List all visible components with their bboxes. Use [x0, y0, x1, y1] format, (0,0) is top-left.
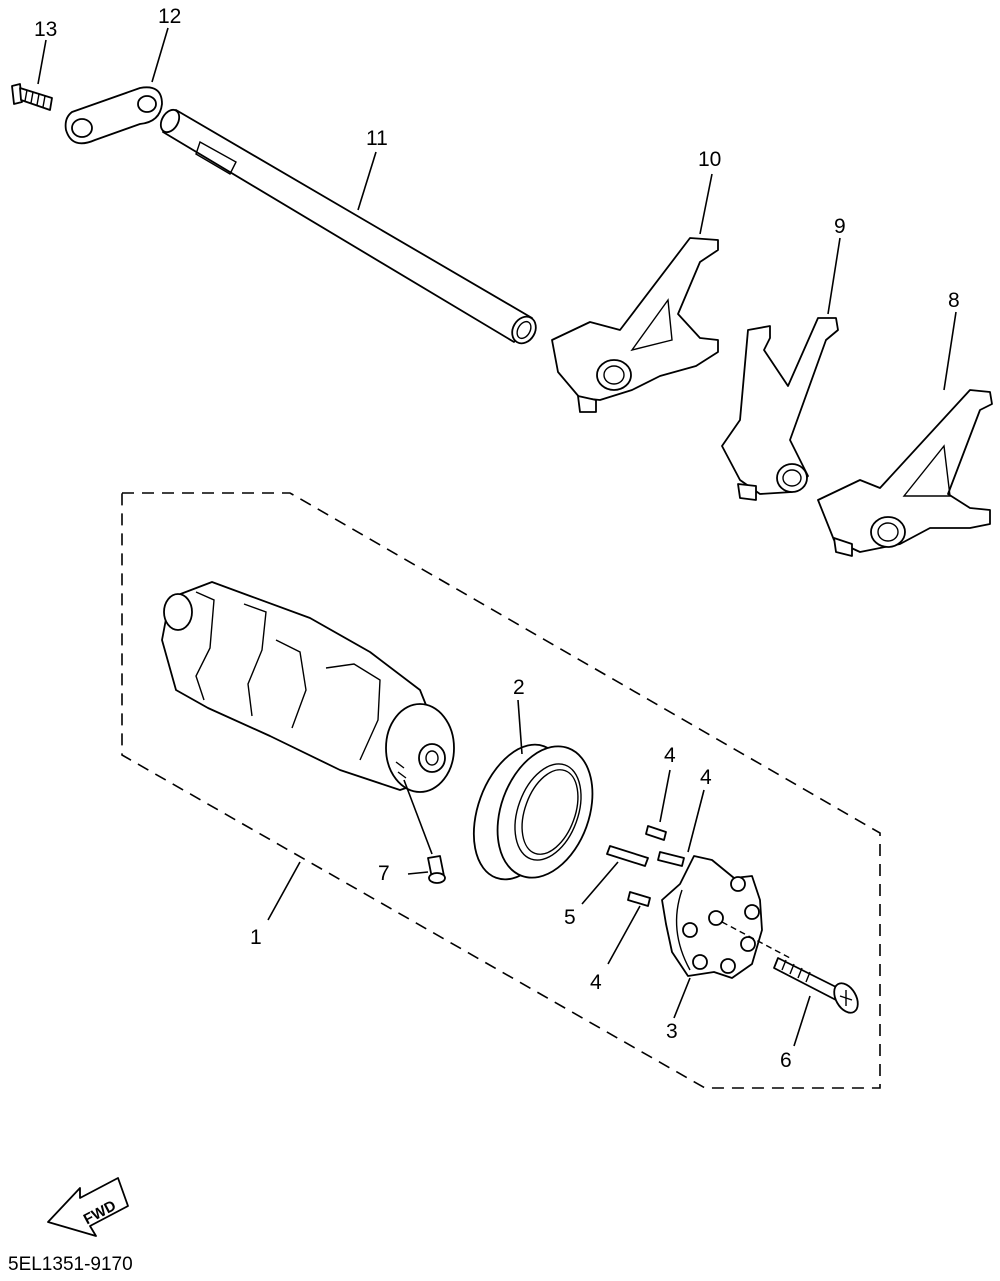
callout-1: 1: [250, 926, 262, 949]
callout-11: 11: [366, 127, 388, 150]
part-4-dowel-pin-lower: [627, 891, 651, 907]
callout-5: 5: [564, 906, 576, 929]
part-10-shift-fork: [551, 237, 719, 413]
callout-7: 7: [378, 862, 390, 885]
part-7-screw: [427, 855, 446, 884]
diagram-code: 5EL1351-9170: [8, 1254, 133, 1275]
callout-2: 2: [513, 676, 525, 699]
part-4-dowel-pin-upper: [645, 825, 667, 841]
callout-9: 9: [834, 215, 846, 238]
callout-13: 13: [34, 18, 57, 41]
part-8-shift-fork: [817, 389, 993, 557]
callout-4-upper: 4: [664, 744, 676, 767]
callout-10: 10: [698, 148, 721, 171]
part-3-segment: [661, 855, 763, 979]
part-6-screw: [721, 921, 859, 1014]
part-12-plate: [64, 86, 163, 145]
part-2-bearing: [472, 743, 594, 881]
callout-12: 12: [158, 5, 181, 28]
part-1-shift-drum: [161, 581, 455, 793]
callout-8: 8: [948, 289, 960, 312]
part-13-screw: [11, 83, 53, 111]
callout-3: 3: [666, 1020, 678, 1043]
callout-4-lower: 4: [590, 971, 602, 994]
part-9-shift-fork: [721, 317, 839, 501]
leader-lines: [37, 27, 957, 1047]
part-11-shift-fork-shaft: [159, 108, 537, 345]
callout-4-right: 4: [700, 766, 712, 789]
fwd-arrow-icon: FWD: [47, 1177, 129, 1237]
part-5-pin: [606, 845, 649, 867]
callout-6: 6: [780, 1049, 792, 1072]
part-4-dowel-pin-right: [657, 851, 685, 867]
assembly-boundary: [121, 492, 881, 1089]
